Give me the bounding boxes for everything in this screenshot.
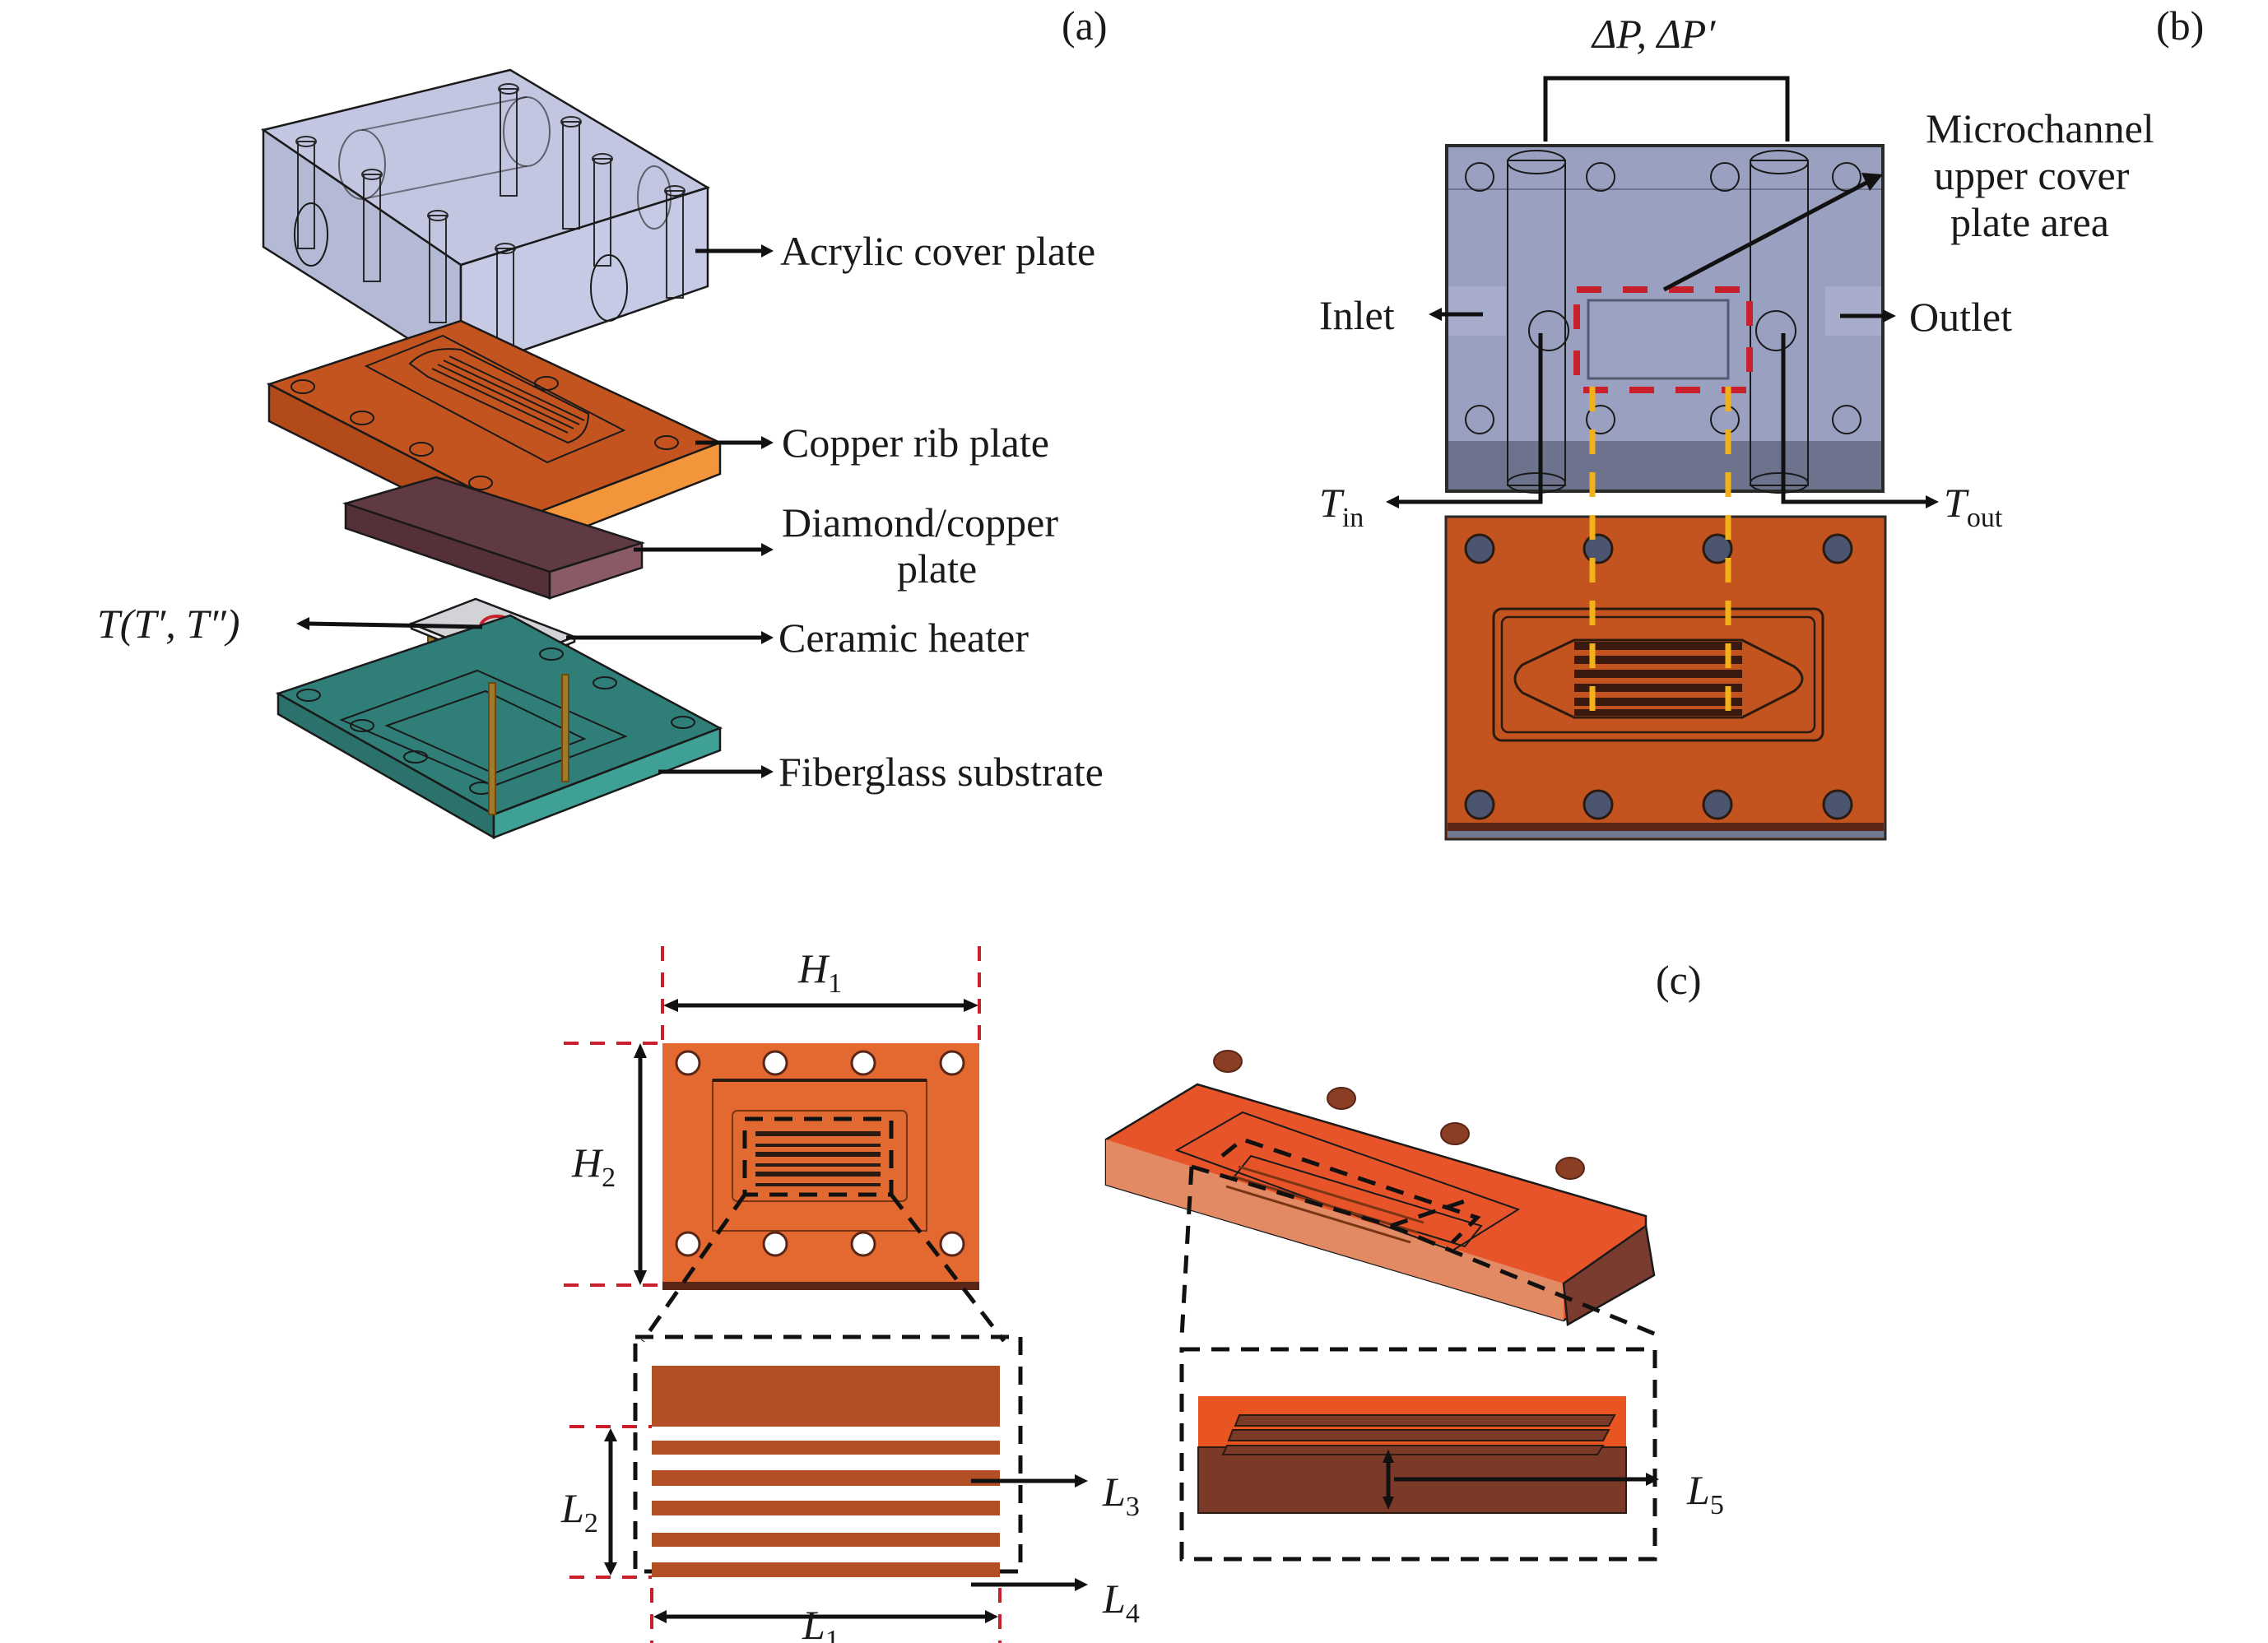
panel-b: (b) ΔP, ΔP′ xyxy=(1319,2,2204,841)
label-acrylic-cover-plate: Acrylic cover plate xyxy=(780,228,1095,274)
label-t-in: Tin xyxy=(1319,480,1364,533)
label-pressure-drop: ΔP, ΔP′ xyxy=(1591,11,1716,57)
l4-leader xyxy=(971,1578,1088,1591)
zoom-connector-left xyxy=(640,1193,747,1343)
dim-label-l5: L5 xyxy=(1686,1467,1724,1520)
panel-b-leaders xyxy=(1386,173,1939,508)
dim-label-h1: H1 xyxy=(797,945,842,999)
l1-dimension-arrow xyxy=(653,1610,998,1623)
section-detail-box xyxy=(1179,1347,1657,1562)
label-temperature: T(T′, T″) xyxy=(97,601,240,647)
label-ceramic-heater: Ceramic heater xyxy=(778,615,1029,661)
acrylic-cover-plate xyxy=(260,68,711,374)
fiberglass-substrate xyxy=(275,614,723,840)
section-connector-right xyxy=(1390,1223,1663,1339)
label-inlet: Inlet xyxy=(1319,292,1395,338)
panel-c: (c) H1 xyxy=(560,945,1724,1643)
label-microchannel-line3: plate area xyxy=(1950,199,2109,245)
dim-label-l2: L2 xyxy=(560,1485,598,1539)
rib-detail-fins xyxy=(652,1366,1000,1577)
pressure-bracket xyxy=(1543,76,1790,142)
dim-label-l4: L4 xyxy=(1102,1576,1140,1629)
h1-dimension-arrow xyxy=(663,999,978,1012)
copper-plate-section-view xyxy=(1104,1050,1656,1327)
copper-plate-top-view xyxy=(662,1043,979,1290)
panel-label-b: (b) xyxy=(2156,2,2204,49)
label-t-out: Tout xyxy=(1944,480,2003,533)
copper-rib-top-view xyxy=(1444,515,1887,841)
acrylic-top-view xyxy=(1445,144,1885,494)
panel-a-leaders xyxy=(296,244,774,778)
panel-label-a: (a) xyxy=(1062,2,1108,49)
label-diamond-copper-line2: plate xyxy=(897,545,977,592)
label-microchannel-line2: upper cover xyxy=(1934,152,2130,198)
label-microchannel-line1: Microchannel xyxy=(1926,105,2154,151)
dim-label-l3: L3 xyxy=(1102,1469,1140,1522)
label-fiberglass-substrate: Fiberglass substrate xyxy=(778,749,1104,795)
zoom-connector-right xyxy=(890,1193,1006,1343)
panel-label-c: (c) xyxy=(1656,957,1702,1003)
panel-a: (a) xyxy=(97,2,1108,840)
dim-label-l1: L1 xyxy=(802,1602,839,1643)
l3-leader xyxy=(971,1474,1088,1488)
label-copper-rib-plate: Copper rib plate xyxy=(782,420,1049,466)
l2-dimension-arrow xyxy=(604,1428,617,1576)
dim-label-h2: H2 xyxy=(571,1139,616,1193)
diamond-copper-plate xyxy=(342,476,646,600)
h2-dimension-arrow xyxy=(634,1043,647,1285)
label-outlet: Outlet xyxy=(1909,294,2012,340)
label-diamond-copper-line1: Diamond/copper xyxy=(782,499,1058,545)
l5-dimension xyxy=(1383,1450,1659,1510)
